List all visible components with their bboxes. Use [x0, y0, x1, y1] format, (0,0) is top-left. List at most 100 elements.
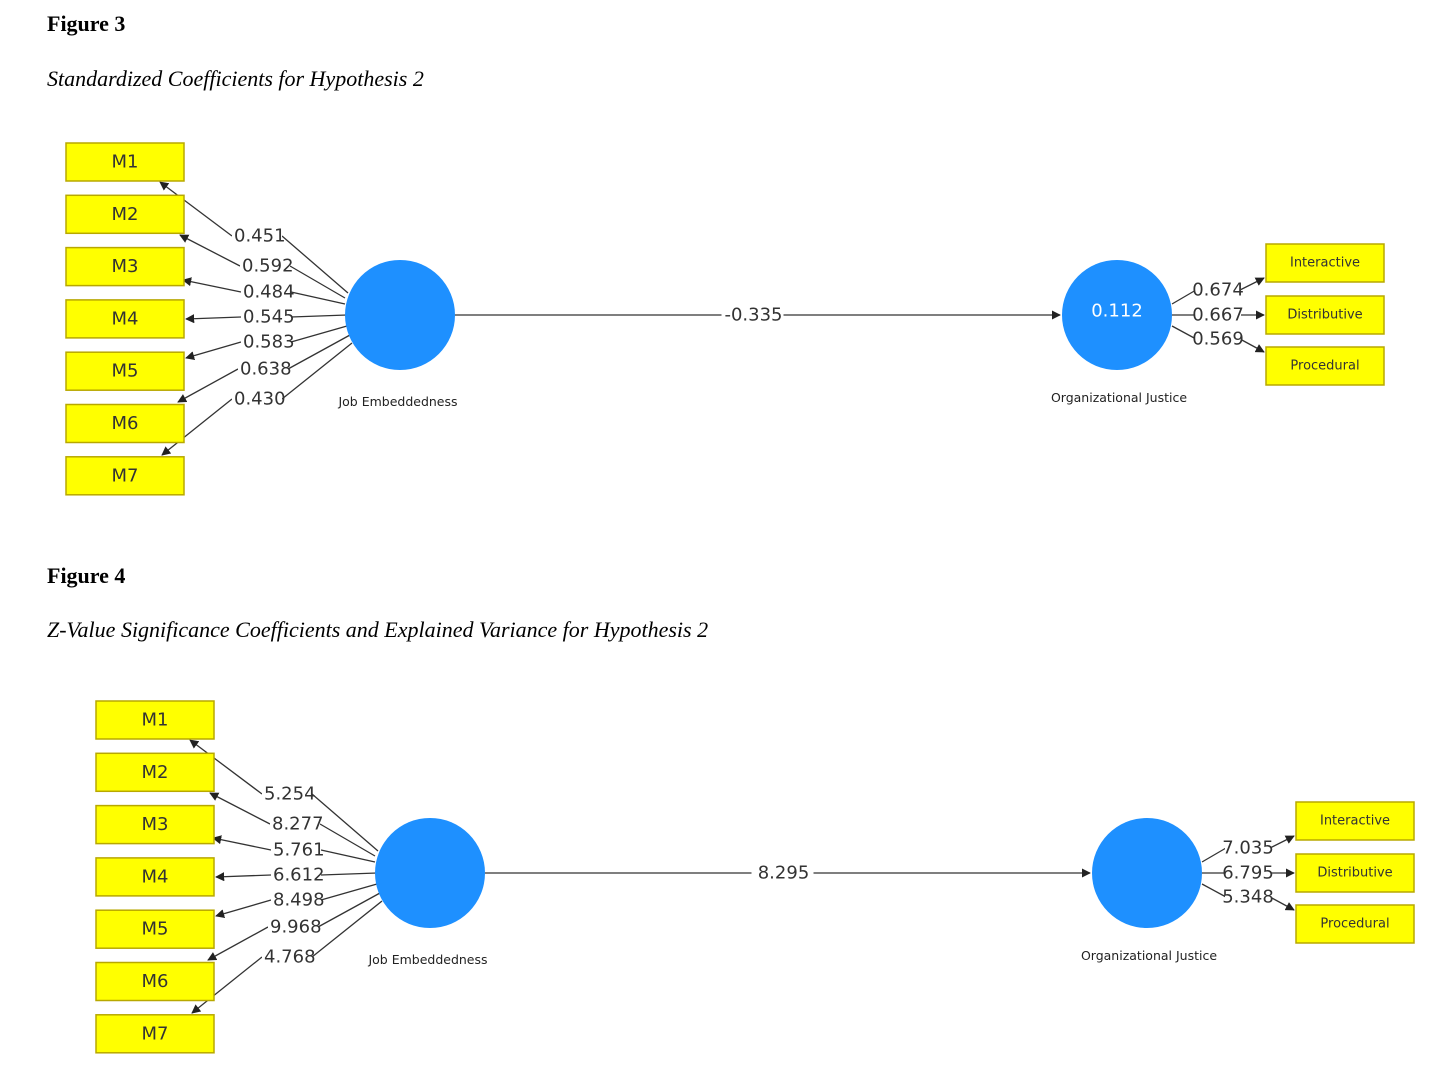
fig4-indicator-label-m5: M5: [142, 919, 169, 940]
fig4-outer-edge-interactive: [1201, 847, 1227, 863]
fig3-loading-arrow-m6: [177, 368, 239, 403]
fig4-outer-edge-procedural: [1201, 883, 1227, 898]
fig3-loading-edge-m4: [290, 314, 348, 318]
fig3-loading-edge-m7: [281, 342, 353, 400]
fig4-loading-arrow-m3: [212, 835, 272, 851]
fig3-indicator-box-m6: [65, 403, 185, 444]
fig4-indicator-label-m3: M3: [142, 814, 169, 835]
figure-3-path-diagram: M1M2M3M4M5M6M70.4510.5920.4840.5450.5830…: [65, 142, 1385, 496]
fig4-loading-arrow-m6: [207, 926, 269, 961]
fig3-loading-arrow-m4: [185, 314, 242, 324]
fig4-outer-arrow-interactive: [1269, 835, 1295, 849]
fig3-loading-edge-m2: [289, 265, 346, 299]
fig4-loading-arrow-m2: [209, 792, 271, 825]
fig4-loading-edge-m5: [320, 883, 378, 901]
figure-3-label: Figure 3: [47, 11, 126, 36]
fig3-indicator-label-distributive: Distributive: [1287, 308, 1362, 323]
fig3-loading-arrow-m7: [161, 398, 233, 456]
fig3-outer-arrow-procedural: [1239, 338, 1265, 353]
fig3-indicator-label-interactive: Interactive: [1290, 256, 1360, 271]
fig3-indicator-box-m1: [65, 142, 185, 182]
fig4-loading-value: 9.968: [270, 917, 322, 938]
fig4-outer-loading-value: 7.035: [1222, 838, 1274, 859]
fig3-indicator-label-m1: M1: [112, 152, 139, 173]
fig4-indicator-box-procedural: [1295, 904, 1415, 944]
fig3-outer-loading-value: 0.667: [1192, 305, 1244, 326]
fig4-indicator-label-procedural: Procedural: [1320, 917, 1389, 932]
fig3-indicator-label-procedural: Procedural: [1290, 359, 1359, 374]
fig3-path-coefficient: -0.335: [724, 305, 782, 326]
fig4-path-coefficient: 8.295: [758, 863, 810, 884]
fig4-loading-value: 4.768: [264, 947, 316, 968]
fig3-construct-organizational-justice: [1062, 260, 1172, 370]
fig3-indicator-box-m3: [65, 246, 185, 287]
fig3-indicator-box-interactive: [1265, 243, 1385, 283]
fig3-loading-value: 0.638: [240, 359, 292, 380]
fig3-indicator-label-m4: M4: [112, 308, 139, 329]
fig4-indicator-box-interactive: [1295, 801, 1415, 841]
fig3-loading-arrow-m2: [179, 234, 241, 267]
fig4-construct-job-embeddedness: [375, 818, 485, 928]
fig3-indicator-box-m7: [65, 456, 185, 496]
fig3-loading-edge-m3: [290, 291, 346, 305]
fig4-indicator-label-m4: M4: [142, 866, 169, 887]
fig3-indicator-label-m2: M2: [112, 204, 139, 225]
fig4-indicator-label-distributive: Distributive: [1317, 866, 1392, 881]
fig4-construct-label-job-embeddedness: Job Embeddedness: [367, 952, 487, 967]
fig3-indicator-label-m5: M5: [112, 361, 139, 382]
fig4-loading-edge-m3: [320, 849, 376, 863]
fig4-outer-arrow-procedural: [1269, 896, 1295, 911]
fig3-indicator-box-distributive: [1265, 295, 1385, 335]
fig4-loading-value: 8.498: [273, 890, 325, 911]
fig4-loading-arrow-m5: [215, 899, 272, 919]
fig4-construct-label-organizational-justice: Organizational Justice: [1081, 948, 1217, 963]
figure-3-caption: Standardized Coefficients for Hypothesis…: [47, 66, 424, 91]
fig4-construct-organizational-justice: [1092, 818, 1202, 928]
fig4-indicator-box-m5: [95, 909, 215, 949]
fig4-loading-value: 8.277: [272, 814, 324, 835]
fig3-loading-value: 0.545: [243, 307, 295, 328]
fig3-loading-edge-m5: [290, 325, 348, 343]
fig3-indicator-box-m5: [65, 351, 185, 391]
fig3-outer-arrow-interactive: [1239, 277, 1265, 291]
fig4-loading-edge-m2: [319, 823, 376, 857]
fig4-loading-edge-m6: [317, 892, 381, 928]
fig4-indicator-label-m1: M1: [142, 710, 169, 731]
fig3-r-squared-value: 0.112: [1091, 301, 1143, 322]
fig4-loading-edge-m1: [311, 793, 379, 852]
fig4-outer-loading-value: 6.795: [1222, 863, 1274, 884]
fig3-loading-arrow-m1: [159, 181, 233, 237]
fig4-indicator-box-distributive: [1295, 853, 1415, 893]
fig4-indicator-label-interactive: Interactive: [1320, 814, 1390, 829]
fig3-loading-value: 0.583: [243, 332, 295, 353]
fig3-indicator-label-m7: M7: [112, 465, 139, 486]
fig3-loading-edge-m6: [287, 334, 351, 370]
fig3-loading-value: 0.592: [242, 256, 294, 277]
fig3-outer-edge-procedural: [1171, 325, 1197, 340]
fig3-construct-job-embeddedness: [345, 260, 455, 370]
fig4-loading-arrow-m7: [191, 956, 263, 1014]
fig4-indicator-box-m1: [95, 700, 215, 740]
fig4-outer-loading-value: 5.348: [1222, 887, 1274, 908]
fig3-loading-edge-m1: [281, 235, 349, 294]
fig4-loading-arrow-m4: [215, 872, 272, 882]
fig4-loading-arrow-m1: [189, 739, 263, 795]
fig3-construct-label-organizational-justice: Organizational Justice: [1051, 390, 1187, 405]
fig3-outer-loading-value: 0.674: [1192, 280, 1244, 301]
fig4-indicator-box-m2: [95, 752, 215, 793]
fig4-indicator-box-m4: [95, 857, 215, 897]
fig3-indicator-box-m2: [65, 194, 185, 235]
fig3-loading-arrow-m5: [185, 341, 242, 361]
fig3-indicator-label-m3: M3: [112, 256, 139, 277]
figure-4-caption: Z-Value Significance Coefficients and Ex…: [47, 617, 709, 642]
fig4-indicator-label-m2: M2: [142, 762, 169, 783]
fig3-indicator-label-m6: M6: [112, 413, 139, 434]
fig3-outer-edge-interactive: [1171, 289, 1197, 305]
fig4-indicator-box-m7: [95, 1014, 215, 1054]
fig4-loading-value: 5.254: [264, 784, 316, 805]
fig4-indicator-box-m6: [95, 961, 215, 1002]
fig4-loading-edge-m4: [320, 872, 378, 876]
fig4-loading-edge-m7: [311, 900, 383, 958]
fig3-loading-value: 0.430: [234, 389, 286, 410]
figure-4-label: Figure 4: [47, 563, 126, 588]
